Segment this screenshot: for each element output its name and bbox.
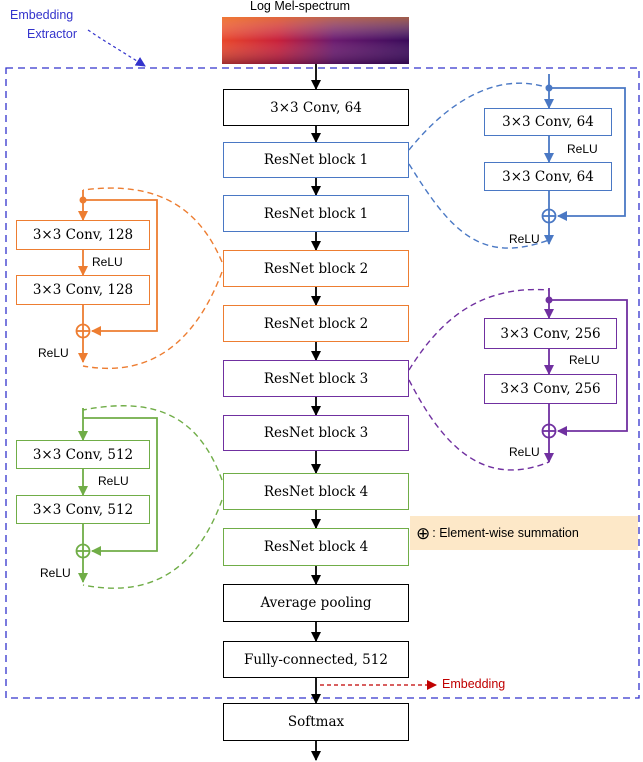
- block1-conv-b: 3×3 Conv, 64: [484, 162, 612, 191]
- block1-relu-mid: ReLU: [567, 142, 598, 156]
- block1-relu-out: ReLU: [509, 232, 540, 246]
- block3-branch-dot: [545, 296, 553, 304]
- block2-relu-out: ReLU: [38, 346, 69, 360]
- block2-conv-b: 3×3 Conv, 128: [16, 275, 150, 305]
- extractor-label-line2: Extractor: [27, 27, 78, 41]
- fully-connected-box: Fully-connected, 512: [223, 641, 409, 678]
- block3-conv-a: 3×3 Conv, 256: [484, 318, 617, 349]
- block2-relu-mid: ReLU: [92, 255, 123, 269]
- resnet-block-3b: ResNet block 3: [223, 415, 409, 451]
- block3-relu-mid: ReLU: [569, 353, 600, 367]
- extractor-pointer: [87, 29, 146, 67]
- resnet-block-2a: ResNet block 2: [223, 250, 409, 287]
- resnet-block-4b: ResNet block 4: [223, 528, 409, 566]
- block4-relu-out: ReLU: [40, 566, 71, 580]
- extractor-boundary: [5, 67, 640, 699]
- block2-conv-a: 3×3 Conv, 128: [16, 220, 150, 250]
- legend-text: : Element-wise summation: [432, 526, 579, 540]
- spectrogram-image: [222, 17, 409, 64]
- legend-summation: ⊕ : Element-wise summation: [410, 516, 638, 550]
- block4-conv-a: 3×3 Conv, 512: [16, 440, 150, 469]
- block1-branch-dot: [545, 84, 553, 92]
- average-pooling-box: Average pooling: [223, 584, 409, 622]
- resnet-block-1a: ResNet block 1: [223, 142, 409, 178]
- conv-64-box: 3×3 Conv, 64: [223, 89, 409, 126]
- block4-relu-mid: ReLU: [98, 474, 129, 488]
- block3-relu-out: ReLU: [509, 445, 540, 459]
- block2-branch-dot: [79, 196, 87, 204]
- block3-detail-lines: [408, 288, 628, 471]
- block4-conv-b: 3×3 Conv, 512: [16, 495, 150, 524]
- block3-conv-b: 3×3 Conv, 256: [484, 374, 617, 404]
- block2-detail-lines: [75, 187, 223, 370]
- resnet-block-1b: ResNet block 1: [223, 195, 409, 232]
- softmax-box: Softmax: [223, 703, 409, 741]
- embedding-label: Embedding: [442, 677, 506, 691]
- resnet-block-4a: ResNet block 4: [223, 473, 409, 510]
- input-label: Log Mel-spectrum: [250, 0, 351, 13]
- resnet-block-3a: ResNet block 3: [223, 360, 409, 397]
- resnet-block-2b: ResNet block 2: [223, 305, 409, 342]
- block1-conv-a: 3×3 Conv, 64: [484, 108, 612, 136]
- extractor-label-line1: Embedding: [10, 8, 74, 22]
- block1-detail-lines: [408, 74, 626, 249]
- block4-detail-lines: [75, 405, 223, 589]
- summation-icon: ⊕: [416, 523, 431, 543]
